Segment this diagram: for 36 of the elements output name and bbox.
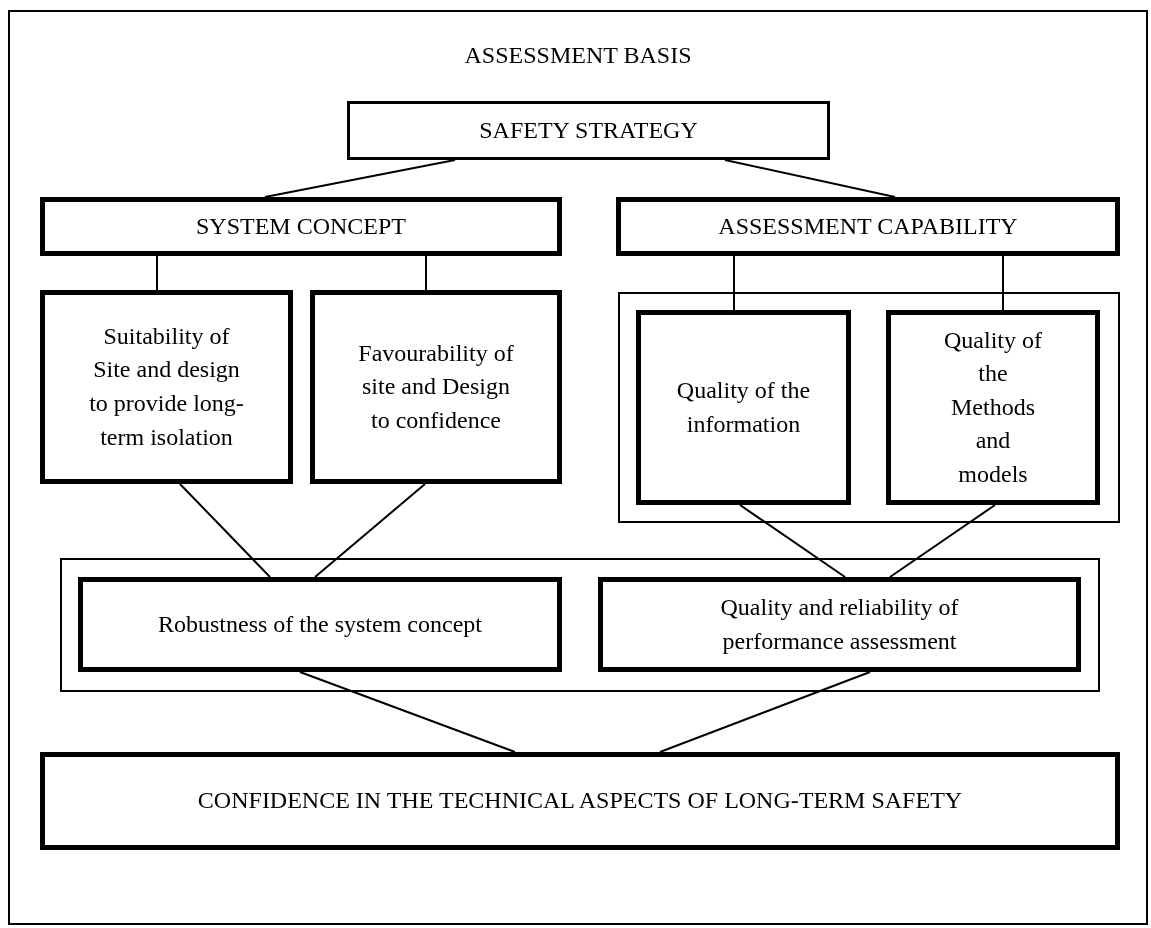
process-box xyxy=(598,577,1081,672)
process-box xyxy=(40,197,562,256)
group-box xyxy=(618,292,1120,523)
group-box xyxy=(60,558,1100,692)
connector-line xyxy=(733,255,735,311)
node-label: ASSESSMENT CAPABILITY xyxy=(718,212,1018,241)
node-label: CONFIDENCE IN THE TECHNICAL ASPECTS OF LONG-TERM SAFETY xyxy=(197,787,963,815)
process-box xyxy=(886,310,1100,505)
connector-line xyxy=(1002,255,1004,311)
process-box xyxy=(616,197,1120,256)
node-label: Robustness of the system concept xyxy=(158,610,482,639)
frame-border xyxy=(8,10,1148,925)
node-label: Suitability of Site and design to provide long-term isolation xyxy=(88,321,245,452)
node-label: SYSTEM CONCEPT xyxy=(195,212,406,241)
connector-line xyxy=(425,255,427,291)
connector-line xyxy=(299,671,516,753)
diagram-heading: ASSESSMENT BASIS xyxy=(464,42,692,70)
connector-line xyxy=(889,504,996,578)
connector-line xyxy=(264,159,456,198)
connector-line xyxy=(724,159,896,198)
connector-line xyxy=(156,255,158,291)
node-label: Quality of the information xyxy=(675,375,812,439)
node-label: Quality of the Methods and models xyxy=(943,325,1043,489)
node-label: Quality and reliability of performance assessment xyxy=(719,592,960,656)
connector-line xyxy=(739,504,846,578)
process-box xyxy=(78,577,562,672)
node-label: Favourability of site and Design to confidence xyxy=(357,338,515,435)
process-box xyxy=(40,752,1120,850)
connector-line xyxy=(179,483,271,578)
process-box xyxy=(636,310,851,505)
process-box xyxy=(40,290,293,484)
connector-line xyxy=(314,483,426,578)
process-box xyxy=(310,290,562,484)
node-label: SAFETY STRATEGY xyxy=(479,116,698,145)
process-box xyxy=(347,101,830,160)
connector-line xyxy=(659,671,871,753)
